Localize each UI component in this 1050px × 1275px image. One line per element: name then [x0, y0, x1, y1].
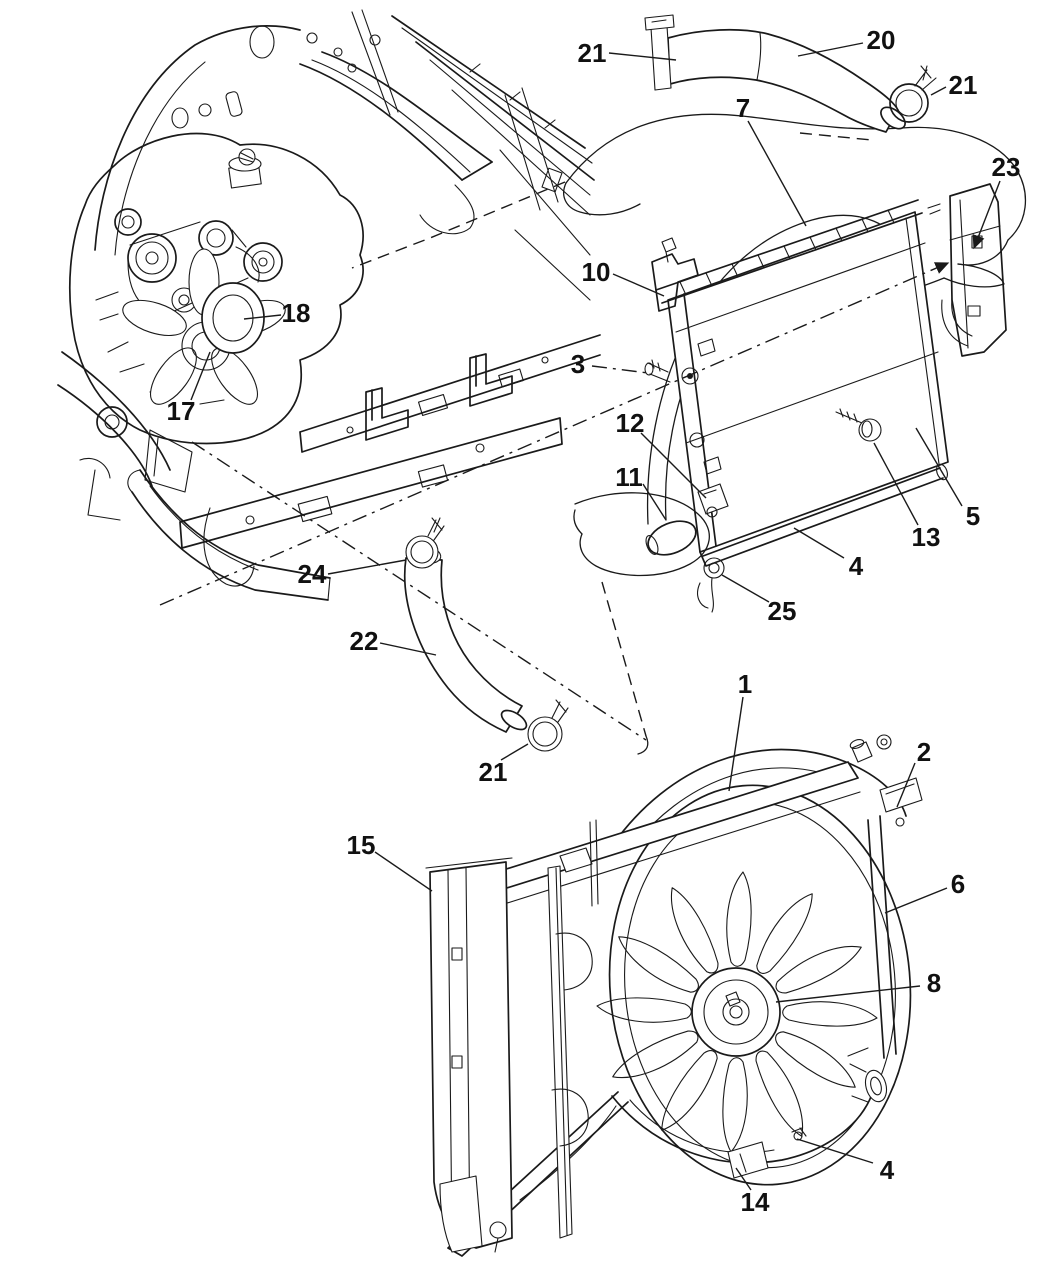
construction-line-3 [601, 581, 647, 737]
lower-hose [403, 543, 528, 733]
callout-label-4: 4 [880, 1155, 895, 1185]
suspension [57, 351, 193, 521]
hose-ghost-loop [573, 492, 710, 755]
callout-label-21: 21 [578, 38, 607, 68]
callout-label-2: 2 [917, 737, 931, 767]
callout-leader-10 [612, 273, 665, 297]
condenser-assembly [644, 183, 1007, 613]
callout-label-14: 14 [741, 1187, 770, 1217]
construction-line-1 [191, 441, 647, 741]
condenser-core [655, 199, 949, 553]
callout-leader-5 [915, 427, 963, 507]
callout-leader-15 [374, 851, 433, 892]
coolant-reservoir [228, 148, 262, 189]
construction-line-0 [159, 262, 950, 606]
callout-label-13: 13 [912, 522, 941, 552]
callout-label-22: 22 [350, 626, 379, 656]
side-bracket [927, 183, 1007, 357]
callout-label-18: 18 [282, 298, 311, 328]
callout-leader-14 [735, 1167, 752, 1191]
callout-leader-24 [327, 559, 407, 575]
mounting-screw [644, 359, 671, 383]
callout-leader-21 [930, 86, 947, 96]
callout-leader-13 [873, 442, 919, 526]
hood-lines [306, 9, 595, 216]
callout-leader-4 [796, 1138, 874, 1164]
condenser-upper-bracket [651, 237, 699, 312]
shroud-body [447, 748, 907, 1257]
hose-clamp-spring [889, 65, 937, 123]
radiator-core-edge [547, 819, 599, 1239]
fan-hub-motor [691, 967, 781, 1057]
callout-label-24: 24 [298, 559, 327, 589]
fan-module [596, 784, 912, 1186]
callout-leader-21 [608, 52, 677, 61]
frame-rails [179, 334, 601, 549]
radiator-left-tank [425, 857, 513, 1253]
engine-bay-view [57, 9, 601, 601]
callout-label-20: 20 [867, 25, 896, 55]
callout-label-6: 6 [951, 869, 965, 899]
callout-label-17: 17 [167, 396, 196, 426]
callout-label-12: 12 [616, 408, 645, 438]
fender-outline [94, 25, 301, 256]
callout-label-23: 23 [992, 152, 1021, 182]
lower-radiator-hose-group [403, 492, 710, 755]
callout-leader-21 [500, 743, 529, 761]
intake-duct [299, 51, 493, 235]
radiator-cap-bolts [849, 734, 923, 827]
hose-clamp-24 [405, 517, 445, 569]
radiator-fan-assembly [425, 734, 923, 1257]
callout-leader-4 [793, 527, 845, 559]
callout-label-5: 5 [966, 501, 980, 531]
radiator-top-bar [445, 761, 861, 917]
construction-line-2 [351, 181, 566, 269]
callout-leader-17 [190, 351, 211, 401]
callout-label-3: 3 [571, 349, 585, 379]
callout-leader-23 [972, 180, 1001, 250]
radiator-right-tank [847, 815, 897, 1103]
callout-label-21: 21 [479, 757, 508, 787]
callout-leader-12 [640, 432, 707, 499]
callout-label-1: 1 [738, 669, 752, 699]
callout-leader-7 [747, 120, 807, 227]
callout-leader-18 [243, 314, 282, 320]
callout-label-10: 10 [582, 257, 611, 287]
callout-leader-8 [775, 985, 921, 1003]
callout-label-25: 25 [768, 596, 797, 626]
fan-clutch-ring [201, 282, 265, 354]
construction-line-4 [799, 132, 873, 141]
push-pin-fastener [835, 408, 882, 442]
callout-leader-25 [721, 574, 770, 603]
callout-label-11: 11 [615, 462, 643, 492]
callout-label-21: 21 [949, 70, 978, 100]
bumper-beam [127, 469, 331, 601]
callout-leader-2 [896, 762, 916, 808]
callout-label-8: 8 [927, 968, 941, 998]
callout-leader-3 [591, 365, 649, 374]
callout-leader-6 [884, 887, 948, 914]
condenser-lower-tube [699, 463, 948, 567]
drain-plug [489, 1221, 507, 1253]
callout-leader-22 [379, 642, 437, 656]
callout-label-7: 7 [736, 93, 750, 123]
callout-label-15: 15 [347, 830, 376, 860]
engine-fan [117, 248, 291, 413]
cowl-panels [499, 87, 591, 301]
callout-leader-11 [642, 483, 667, 521]
hose-clamp-21 [527, 699, 569, 752]
callout-leader-20 [797, 42, 864, 57]
condenser-outlet-fittings [645, 483, 729, 613]
construction-lines [159, 132, 950, 741]
callout-label-4: 4 [849, 551, 864, 581]
callout-leader-1 [728, 696, 744, 792]
